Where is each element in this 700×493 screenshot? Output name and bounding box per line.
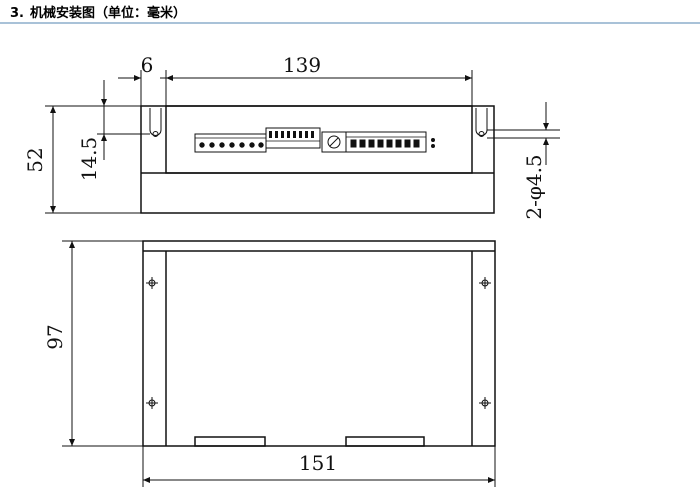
top-view-outline	[142, 240, 496, 447]
mounting-holes-top	[146, 277, 491, 409]
dimension-lines	[45, 70, 560, 487]
dim-label-hole-spec: 2-φ4.5	[522, 154, 546, 219]
slot-left-end	[149, 129, 162, 136]
terminal-connector	[194, 133, 267, 153]
hole-right-front	[478, 131, 485, 137]
dim-label-depth: 97	[43, 324, 67, 349]
slot-right-end	[475, 129, 488, 136]
dim-label-hole-height: 14.5	[77, 137, 101, 182]
dip-switch-block	[265, 127, 321, 149]
section-number: 3.	[10, 6, 24, 21]
bottom-connector-tab-left	[194, 436, 266, 447]
dim-label-total-width: 151	[299, 451, 337, 475]
terminal-connector-2	[345, 131, 427, 153]
header-rule	[0, 22, 700, 24]
bottom-connector-tab-right	[345, 436, 425, 447]
top-view	[142, 240, 496, 447]
page-heading: 3. 机械安装图（单位：毫米）	[10, 2, 186, 21]
dim-label-hole-offset: 6	[141, 53, 154, 77]
front-view	[140, 105, 495, 214]
dim-label-inner-width: 139	[283, 53, 321, 77]
potentiometer	[321, 131, 347, 153]
front-view-outline	[140, 105, 495, 214]
section-title: 机械安装图（单位：毫米）	[29, 6, 186, 21]
dim-label-height: 52	[23, 147, 47, 172]
led-indicators	[431, 138, 435, 148]
hole-left-front	[152, 131, 159, 137]
